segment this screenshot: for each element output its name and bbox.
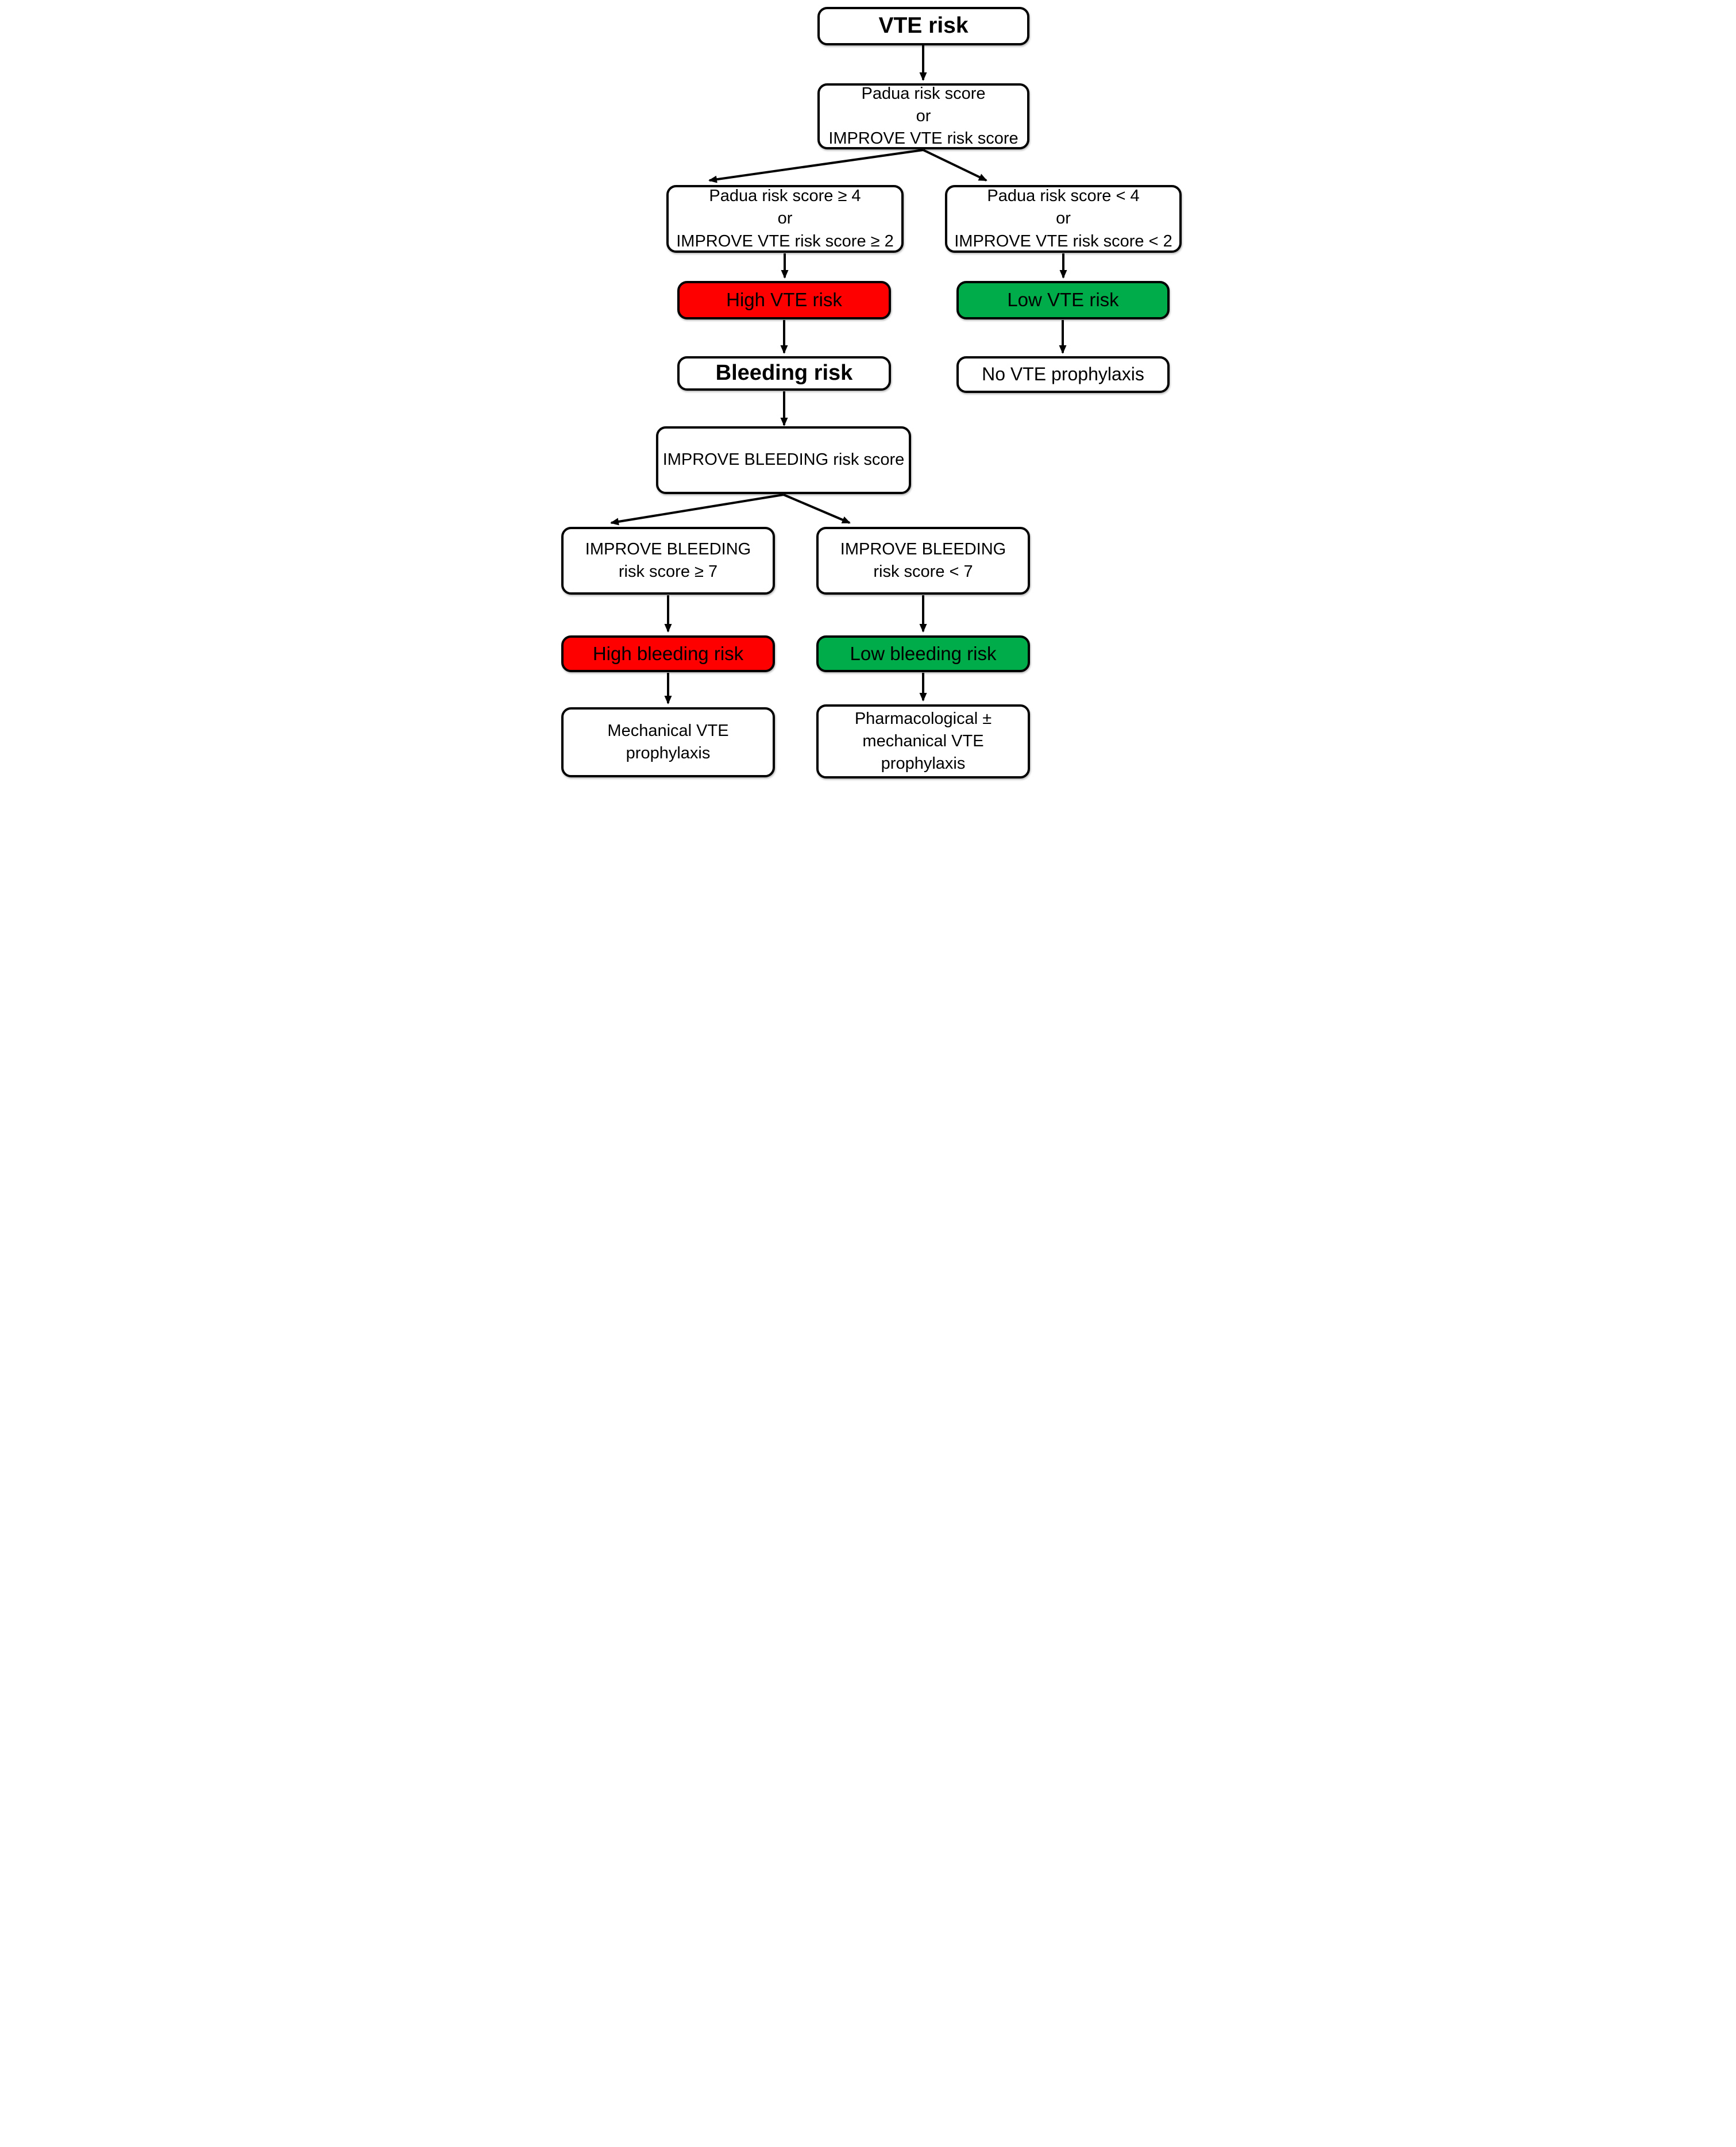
node-line: Padua risk score < 4 bbox=[987, 187, 1140, 206]
node-line: risk score < 7 bbox=[873, 562, 973, 581]
node-line: Pharmacological ± bbox=[854, 709, 992, 728]
node-score-select: Padua risk score or IMPROVE VTE risk sco… bbox=[817, 83, 1029, 149]
node-bleeding-score-ge7: IMPROVE BLEEDING risk score ≥ 7 bbox=[561, 527, 775, 595]
node-mechanical-prophylaxis: Mechanical VTE prophylaxis bbox=[561, 707, 775, 777]
node-line: IMPROVE BLEEDING bbox=[840, 539, 1006, 558]
node-label: Bleeding risk bbox=[715, 361, 853, 386]
arrow-improve-to-ge7 bbox=[610, 494, 784, 526]
node-bleeding-risk: Bleeding risk bbox=[677, 356, 891, 391]
node-pharmacological-prophylaxis: Pharmacological ± mechanical VTE prophyl… bbox=[816, 704, 1030, 778]
node-line: Mechanical VTE bbox=[607, 721, 729, 740]
node-line: or bbox=[916, 106, 931, 125]
node-low-vte-risk: Low VTE risk bbox=[956, 281, 1170, 319]
arrow-score-to-padua-low bbox=[923, 149, 987, 182]
node-high-vte-risk: High VTE risk bbox=[677, 281, 891, 319]
node-line: IMPROVE BLEEDING bbox=[585, 539, 751, 558]
node-improve-bleeding-score: IMPROVE BLEEDING risk score bbox=[656, 426, 911, 494]
node-low-bleeding-risk: Low bleeding risk bbox=[816, 635, 1030, 672]
node-label: No VTE prophylaxis bbox=[982, 364, 1144, 385]
node-line: or bbox=[1056, 209, 1071, 228]
node-label: Low bleeding risk bbox=[850, 642, 997, 664]
arrow-score-to-padua-high bbox=[708, 149, 924, 183]
node-label: IMPROVE BLEEDING risk score bbox=[662, 450, 905, 469]
arrow-improve-to-lt7 bbox=[783, 494, 851, 524]
node-line: or bbox=[777, 209, 793, 228]
node-vte-risk: VTE risk bbox=[817, 7, 1029, 45]
node-high-bleeding-risk: High bleeding risk bbox=[561, 635, 775, 672]
node-line: prophylaxis bbox=[626, 744, 711, 762]
node-label: Low VTE risk bbox=[1007, 289, 1119, 311]
node-no-vte-prophylaxis: No VTE prophylaxis bbox=[956, 356, 1170, 393]
node-padua-high: Padua risk score ≥ 4 or IMPROVE VTE risk… bbox=[666, 185, 904, 253]
node-line: IMPROVE VTE risk score < 2 bbox=[954, 232, 1172, 250]
node-label: High bleeding risk bbox=[592, 642, 744, 664]
node-label: High VTE risk bbox=[726, 289, 842, 311]
node-line: risk score ≥ 7 bbox=[618, 562, 718, 581]
node-line: IMPROVE VTE risk score bbox=[828, 129, 1019, 148]
node-bleeding-score-lt7: IMPROVE BLEEDING risk score < 7 bbox=[816, 527, 1030, 595]
node-label: VTE risk bbox=[878, 13, 969, 38]
vte-risk-flowchart: VTE risk Padua risk score or IMPROVE VTE… bbox=[552, 0, 1184, 781]
node-line: IMPROVE VTE risk score ≥ 2 bbox=[676, 232, 894, 250]
node-line: Padua risk score bbox=[861, 84, 986, 103]
node-line: prophylaxis bbox=[881, 754, 966, 773]
node-line: mechanical VTE bbox=[862, 731, 984, 750]
node-padua-low: Padua risk score < 4 or IMPROVE VTE risk… bbox=[945, 185, 1182, 253]
node-line: Padua risk score ≥ 4 bbox=[709, 187, 861, 206]
